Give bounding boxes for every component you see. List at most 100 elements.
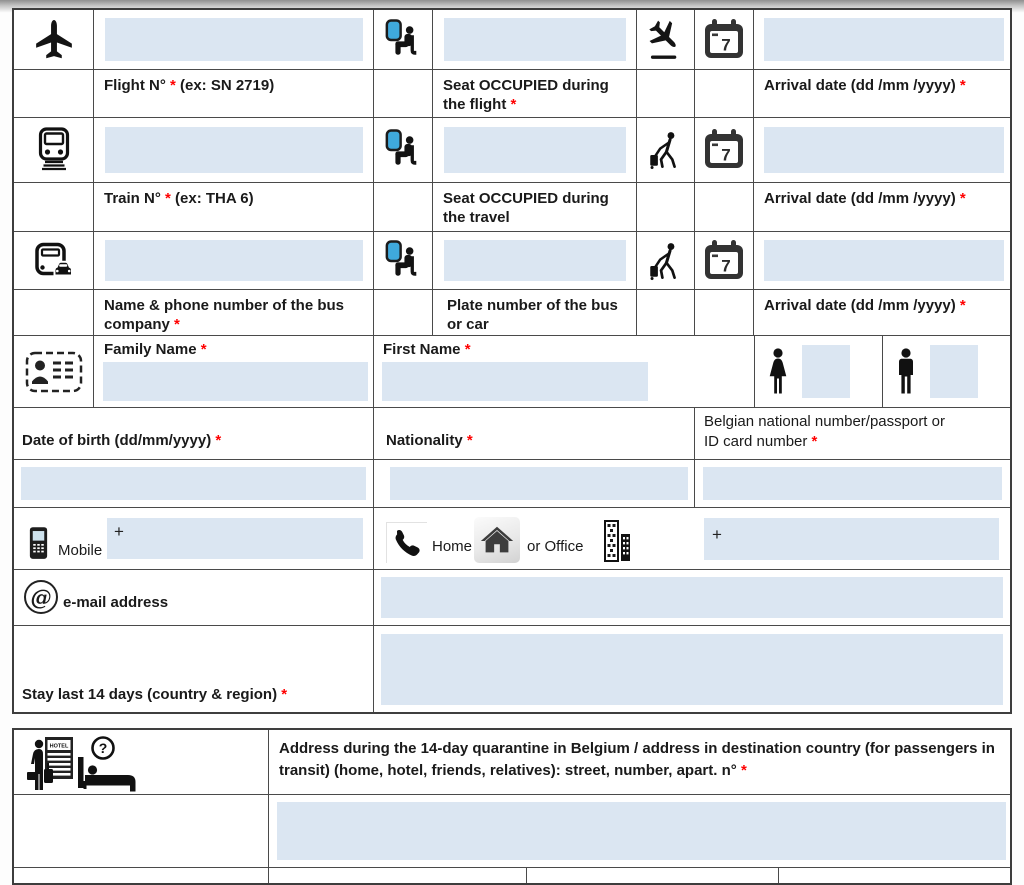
family-name-label: Family Name *	[104, 341, 207, 358]
male-cell	[883, 336, 1010, 407]
date-of-birth-field[interactable]	[21, 467, 366, 500]
nationality-field[interactable]	[390, 467, 688, 500]
flight-input-row: 7	[14, 10, 1010, 70]
bus-company-label: Name & phone number of the bus company *	[104, 297, 345, 333]
calendar-icon: 7	[695, 118, 754, 182]
train-icon	[14, 118, 94, 182]
phone-row: Mobile + Home or Office	[14, 508, 1010, 570]
date-of-birth-label: Date of birth (dd/mm/yyyy) *	[22, 432, 222, 450]
seat-icon	[374, 232, 433, 289]
hotel-guest-icon	[26, 739, 56, 791]
train-arrival-date-field[interactable]	[764, 127, 1004, 173]
stay-countries-field[interactable]	[381, 634, 1003, 705]
home-label: Home	[432, 537, 473, 555]
man-icon	[896, 347, 916, 397]
national-number-label: Belgian national number/passport or ID c…	[704, 413, 945, 450]
flight-number-cell	[94, 10, 374, 69]
family-name-cell: Family Name *	[94, 336, 374, 407]
train-number-cell	[94, 118, 374, 182]
calendar-icon: 7	[695, 232, 754, 289]
woman-icon	[767, 347, 789, 397]
family-name-field[interactable]	[103, 362, 368, 401]
mobile-label: Mobile	[58, 541, 103, 559]
bus-plate-label: Plate number of the bus or car	[447, 297, 618, 333]
mobile-number-field[interactable]: +	[107, 518, 363, 559]
mobile-cell: Mobile +	[14, 508, 374, 569]
train-arrival-label: Arrival date (dd /mm /yyyy) *	[764, 190, 966, 207]
bus-company-cell	[94, 232, 374, 289]
email-label: e-mail address	[63, 594, 169, 612]
airplane-icon	[14, 10, 94, 69]
travel-and-identity-table: 7 Flight N° * (ex: SN 2719) Seat OCCUPIE…	[12, 8, 1012, 714]
flight-seat-field[interactable]	[444, 18, 626, 61]
email-row: @ e-mail address	[14, 570, 1010, 626]
accommodation-icons-cell: HOTEL	[14, 730, 269, 794]
at-icon: @	[24, 580, 58, 614]
plane-landing-icon	[637, 10, 695, 69]
bus-input-row: 7	[14, 232, 1010, 290]
national-number-field[interactable]	[703, 467, 1002, 500]
id-card-icon	[14, 336, 94, 407]
bus-plate-field[interactable]	[444, 240, 626, 281]
stay-label-cell: Stay last 14 days (country & region) *	[14, 626, 374, 712]
quarantine-label-row: HOTEL	[14, 730, 1010, 795]
train-seat-cell	[433, 118, 637, 182]
mobile-phone-icon	[27, 526, 50, 561]
bus-arrival-cell	[754, 232, 1010, 289]
bed-icon	[76, 754, 140, 792]
flight-arrival-date-field[interactable]	[764, 18, 1004, 61]
bus-car-icon	[14, 232, 94, 289]
office-label: or Office	[527, 537, 584, 555]
seat-icon	[374, 118, 433, 182]
phone-plus-prefix: +	[712, 525, 722, 544]
female-cell	[755, 336, 883, 407]
calendar-day-number: 7	[721, 256, 730, 275]
bus-arrival-date-field[interactable]	[764, 240, 1004, 281]
question-icon: ?	[90, 735, 116, 761]
bus-plate-cell	[433, 232, 637, 289]
quarantine-input-row	[14, 795, 1010, 868]
flight-number-field[interactable]	[105, 18, 363, 61]
female-checkbox[interactable]	[802, 345, 850, 398]
email-label-cell: @ e-mail address	[14, 570, 374, 625]
flight-seat-cell	[433, 10, 637, 69]
name-gender-row: Family Name * First Name *	[14, 336, 1010, 408]
quarantine-address-field[interactable]	[277, 802, 1006, 860]
male-checkbox[interactable]	[930, 345, 978, 398]
flight-label-row: Flight N° * (ex: SN 2719) Seat OCCUPIED …	[14, 70, 1010, 118]
identity-label-row: Date of birth (dd/mm/yyyy) * Nationality…	[14, 408, 1010, 460]
home-icon	[474, 517, 520, 563]
calendar-day-number: 7	[721, 146, 730, 165]
flight-arrival-label: Arrival date (dd /mm /yyyy) *	[764, 77, 966, 94]
traveler-luggage-icon	[637, 232, 695, 289]
identity-input-row	[14, 460, 1010, 508]
train-number-field[interactable]	[105, 127, 363, 173]
phone-number-field[interactable]: +	[704, 518, 999, 560]
first-name-field[interactable]	[382, 362, 648, 401]
train-input-row: 7	[14, 118, 1010, 183]
stay-label: Stay last 14 days (country & region) *	[22, 686, 288, 704]
phone-handset-icon	[386, 522, 427, 563]
mobile-plus-prefix: +	[114, 522, 124, 541]
office-building-icon	[598, 518, 634, 564]
question-mark-text: ?	[99, 740, 108, 756]
email-field[interactable]	[381, 577, 1003, 618]
next-row-partial	[14, 868, 1010, 883]
bus-arrival-label: Arrival date (dd /mm /yyyy) *	[764, 297, 966, 314]
bus-company-field[interactable]	[105, 240, 363, 281]
calendar-day-number: 7	[721, 35, 730, 54]
flight-seat-label: Seat OCCUPIED during the flight *	[443, 77, 609, 113]
quarantine-address-table: HOTEL	[12, 728, 1012, 885]
train-seat-field[interactable]	[444, 127, 626, 173]
hotel-icon: HOTEL	[44, 736, 74, 780]
traveler-luggage-icon	[637, 118, 695, 182]
landline-cell: Home or Office	[374, 508, 1010, 569]
train-seat-label: Seat OCCUPIED during the travel	[443, 190, 609, 226]
flight-number-label: Flight N° * (ex: SN 2719)	[104, 77, 275, 94]
flight-arrival-cell	[754, 10, 1010, 69]
hotel-sign-text: HOTEL	[50, 744, 69, 750]
seat-icon	[374, 10, 433, 69]
train-number-label: Train N° * (ex: THA 6)	[104, 190, 254, 207]
train-arrival-cell	[754, 118, 1010, 182]
